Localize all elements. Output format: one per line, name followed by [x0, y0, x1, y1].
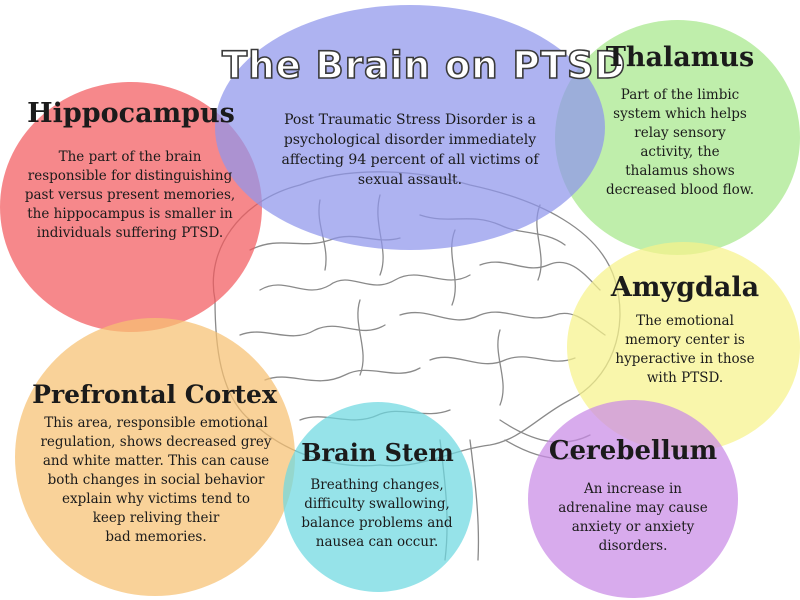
brain-fold — [239, 324, 386, 337]
prefrontal-cortex-title: Prefrontal Cortex — [32, 380, 277, 409]
brain-fold — [479, 261, 601, 291]
brain-stem-bubble — [283, 402, 473, 592]
brain-stem-text: Breathing changes, difficulty swallowing… — [301, 477, 453, 550]
cerebellum-title: Cerebellum — [548, 436, 718, 466]
intro-text: Post Traumatic Stress Disorder is a psyc… — [281, 112, 539, 188]
brain-stem-title: Brain Stem — [301, 438, 454, 467]
brain-fold — [429, 356, 576, 365]
prefrontal-cortex-bubble — [15, 318, 295, 596]
brain-fold — [497, 329, 504, 406]
thalamus-title: Thalamus — [605, 42, 755, 73]
brain-fold — [357, 299, 364, 376]
prefrontal-cortex-text: This area, responsible emotional regulat… — [40, 415, 272, 545]
hippocampus-title: Hippocampus — [27, 98, 235, 129]
hippocampus-text: The part of the brain responsible for di… — [24, 149, 236, 241]
intro-bubble — [215, 5, 605, 250]
brain-fold — [259, 274, 471, 291]
thalamus-text: Part of the limbic system which helps re… — [605, 87, 755, 198]
cerebellum-text: An increase in adrenaline may cause anxi… — [558, 481, 708, 554]
brain-stem-sketch — [469, 439, 480, 561]
cerebellum-bubble — [528, 400, 738, 598]
amygdala-title: Amygdala — [610, 272, 760, 303]
amygdala-text: The emotional memory center is hyperacti… — [615, 313, 755, 386]
brain-fold — [264, 367, 421, 382]
main-title: The Brain on PTSD — [221, 43, 627, 88]
